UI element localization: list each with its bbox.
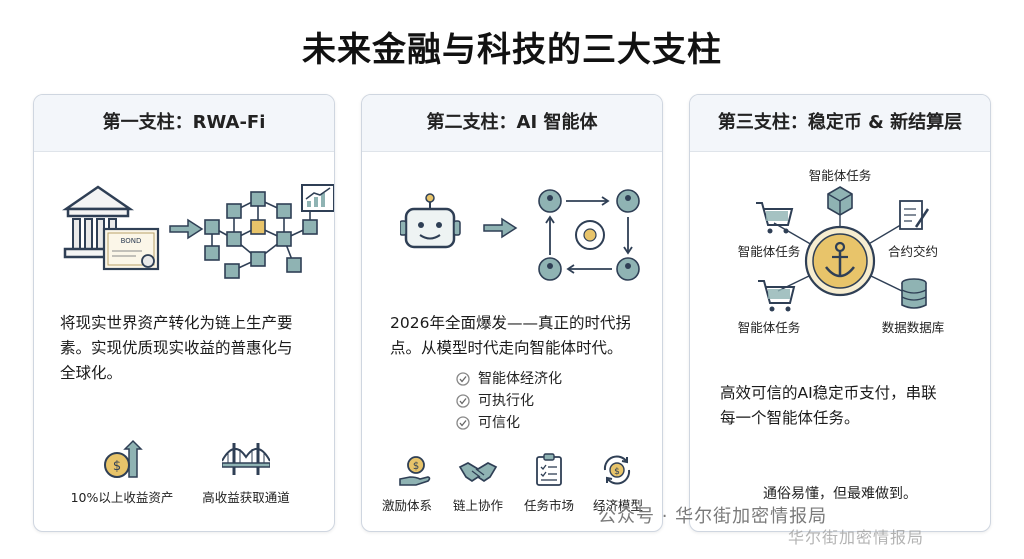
watermark-text: 公众号 · 华尔街加密情报局 <box>598 506 828 527</box>
page-title: 未来金融与科技的三大支柱 <box>302 30 722 70</box>
settlement-hub-diagram <box>756 186 930 312</box>
description-line: 全球化。 <box>60 364 123 382</box>
cycle-coin-icon: $ <box>603 455 631 485</box>
shopping-cart-icon <box>756 202 794 234</box>
hub-label: 智能体任务 <box>737 320 801 335</box>
pillar-description: 高效可信的AI稳定币支付，串联 每一个智能体任务。 <box>720 381 980 431</box>
watermark-secondary: 华尔街加密情报局 <box>788 528 925 547</box>
ai-agent-illustration <box>400 189 640 281</box>
pillar-footer: 通俗易懂，但最难做到。 <box>763 486 917 502</box>
pillar-card-rwa: 第一支柱：RWA-Fi BOND <box>33 94 335 532</box>
handshake-icon <box>458 462 498 483</box>
hub-label: 合约交约 <box>887 244 938 259</box>
description-line: 每一个智能体任务。 <box>720 409 860 427</box>
database-icon <box>901 278 927 309</box>
check-circle-icon <box>456 372 470 386</box>
contract-pen-icon <box>899 200 930 230</box>
bond-label: BOND <box>121 237 142 245</box>
bottom-item-label: 10%以上收益资产 <box>70 490 174 505</box>
clipboard-icon <box>536 453 562 486</box>
checklist-label: 智能体经济化 <box>478 371 562 387</box>
hub-label: 智能体任务 <box>808 168 872 183</box>
checklist-item: 可信化 <box>456 412 562 434</box>
growth-chart-icon <box>301 184 334 212</box>
robot-icon <box>400 193 461 249</box>
bottom-item-label: 经济模型 <box>592 498 643 513</box>
checklist-item: 智能体经济化 <box>456 368 562 390</box>
arrow-right-icon <box>483 217 518 239</box>
hub-label: 数据数据库 <box>881 320 945 335</box>
coin-growth-icon: $ <box>104 439 143 478</box>
checklist-item: 可执行化 <box>456 390 562 412</box>
check-circle-icon <box>456 394 470 408</box>
rwa-illustration: BOND <box>62 184 334 279</box>
hand-coin-icon: $ <box>399 456 431 486</box>
checklist: 智能体经济化 可执行化 可信化 <box>456 368 562 434</box>
pillar-heading: 第二支柱：AI 智能体 <box>362 95 662 152</box>
pillar-card-ai-agent: 第二支柱：AI 智能体 <box>361 94 663 532</box>
shopping-cart-icon <box>758 280 796 312</box>
pillar-heading: 第一支柱：RWA-Fi <box>34 95 334 152</box>
pillar-heading: 第三支柱：稳定币 & 新结算层 <box>690 95 990 152</box>
checklist-label: 可执行化 <box>478 393 534 409</box>
hub-label: 智能体任务 <box>737 244 801 259</box>
pillar-card-stablecoin: 第三支柱：稳定币 & 新结算层 <box>689 94 991 532</box>
anchor-coin-icon <box>804 225 876 297</box>
bond-certificate-icon: BOND <box>102 227 160 271</box>
bottom-item-label: 激励体系 <box>381 498 432 513</box>
token-network-icon <box>204 191 318 279</box>
description-line: 将现实世界资产转化为链上生产要 <box>60 314 293 332</box>
cube-icon <box>827 186 853 216</box>
bottom-item-label: 高收益获取通道 <box>202 490 290 505</box>
description-line: 2026年全面爆发——真正的时代拐 <box>390 314 631 332</box>
checklist-label: 可信化 <box>478 415 520 431</box>
bottom-item-label: 链上协作 <box>452 498 503 513</box>
check-circle-icon <box>456 416 470 430</box>
bottom-item-label: 任务市场 <box>523 498 574 513</box>
bridge-icon <box>222 443 270 475</box>
description-line: 素。实现优质现实收益的普惠化与 <box>60 339 293 357</box>
pillar-description: 将现实世界资产转化为链上生产要 素。实现优质现实收益的普惠化与 全球化。 <box>60 311 320 386</box>
agent-network-icon <box>538 189 640 281</box>
svg-text:$: $ <box>614 467 620 477</box>
description-line: 点。从模型时代走向智能体时代。 <box>390 339 623 357</box>
svg-text:$: $ <box>113 459 121 474</box>
pillar-description: 2026年全面爆发——真正的时代拐 点。从模型时代走向智能体时代。 <box>390 311 654 361</box>
svg-text:$: $ <box>413 461 419 472</box>
arrow-right-icon <box>169 218 204 240</box>
description-line: 高效可信的AI稳定币支付，串联 <box>720 384 937 402</box>
